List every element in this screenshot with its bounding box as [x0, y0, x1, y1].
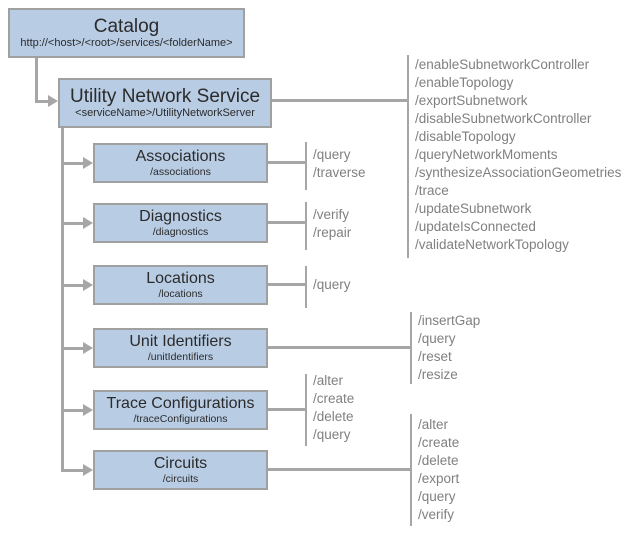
- catalog-title: Catalog: [93, 15, 160, 37]
- circuits-node: Circuits /circuits: [93, 450, 268, 490]
- operation-label: /repair: [313, 225, 352, 240]
- operation-label: /enableTopology: [415, 75, 514, 90]
- operation-label: /export: [418, 471, 460, 486]
- unit-identifiers-operations-list: /insertGap /query /reset /resize: [418, 312, 480, 384]
- operation-label: /disableTopology: [415, 129, 516, 144]
- operation-label: /query: [418, 331, 456, 346]
- branch-trace-configurations: [61, 409, 83, 412]
- circuits-title: Circuits: [153, 454, 208, 472]
- branch-circuits: [61, 469, 83, 472]
- operation-label: /alter: [313, 373, 344, 388]
- connector-unit-identifiers-ops: [268, 346, 410, 349]
- trace-configurations-node: Trace Configurations /traceConfiguration…: [93, 390, 268, 430]
- connector-catalog-right: [35, 100, 48, 103]
- associations-subtitle: /associations: [150, 165, 211, 178]
- diagnostics-subtitle: /diagnostics: [152, 225, 209, 238]
- operation-label: /updateIsConnected: [415, 219, 536, 234]
- circuits-operations-list: /alter /create /delete /export /query /v…: [418, 416, 459, 524]
- branch-locations: [61, 284, 83, 287]
- operation-label: /verify: [313, 207, 350, 222]
- operation-label: /delete: [313, 409, 354, 424]
- arrowhead-icon: [83, 404, 93, 416]
- associations-title: Associations: [135, 147, 226, 165]
- diagnostics-ops-bracket: [305, 202, 307, 250]
- operation-label: /traverse: [313, 165, 366, 180]
- circuits-subtitle: /circuits: [162, 472, 199, 485]
- connector-service-ops: [272, 99, 407, 102]
- operation-label: /resize: [418, 367, 458, 382]
- utility-network-service-node: Utility Network Service <serviceName>/Ut…: [58, 78, 272, 128]
- connector-trunk: [61, 128, 64, 472]
- connector-catalog-down: [35, 58, 38, 103]
- operation-label: /create: [313, 391, 355, 406]
- branch-diagnostics: [61, 222, 83, 225]
- locations-subtitle: /locations: [158, 287, 203, 300]
- service-title: Utility Network Service: [69, 85, 261, 107]
- operation-label: /query: [418, 489, 456, 504]
- unit-identifiers-subtitle: /unitIdentifiers: [147, 350, 214, 363]
- arrowhead-icon: [83, 279, 93, 291]
- service-operations-list: /enableSubnetworkController /enableTopol…: [415, 56, 621, 254]
- trace-configurations-subtitle: /traceConfigurations: [133, 412, 228, 425]
- operation-label: /delete: [418, 453, 459, 468]
- operation-label: /create: [418, 435, 460, 450]
- service-ops-bracket: [407, 55, 409, 258]
- service-subtitle: <serviceName>/UtilityNetworkServer: [75, 107, 255, 120]
- arrowhead-icon: [83, 157, 93, 169]
- connector-locations-ops: [268, 283, 305, 286]
- operation-label: /alter: [418, 417, 449, 432]
- trace-configurations-ops-bracket: [305, 374, 307, 446]
- trace-configurations-operations-list: /alter /create /delete /query: [313, 372, 354, 444]
- operation-label: /query: [313, 277, 351, 292]
- diagnostics-title: Diagnostics: [139, 207, 222, 225]
- connector-associations-ops: [268, 161, 305, 164]
- catalog-subtitle: http://<host>/<root>/services/<folderNam…: [20, 37, 233, 50]
- catalog-node: Catalog http://<host>/<root>/services/<f…: [8, 8, 245, 58]
- arrowhead-icon: [83, 217, 93, 229]
- connector-diagnostics-ops: [268, 221, 305, 224]
- connector-trace-configurations-ops: [268, 408, 305, 411]
- diagnostics-operations-list: /verify /repair: [313, 206, 351, 242]
- locations-node: Locations /locations: [93, 265, 268, 305]
- diagnostics-node: Diagnostics /diagnostics: [93, 203, 268, 243]
- operation-label: /trace: [415, 183, 449, 198]
- connector-circuits-ops: [268, 468, 410, 471]
- arrowhead-icon: [83, 464, 93, 476]
- circuits-ops-bracket: [410, 414, 412, 526]
- operation-label: /queryNetworkMoments: [415, 147, 558, 162]
- locations-title: Locations: [146, 269, 215, 287]
- trace-configurations-title: Trace Configurations: [106, 394, 255, 412]
- associations-operations-list: /query /traverse: [313, 146, 366, 182]
- operation-label: /query: [313, 427, 351, 442]
- arrowhead-icon: [83, 342, 93, 354]
- locations-ops-bracket: [305, 266, 307, 308]
- operation-label: /synthesizeAssociationGeometries: [415, 165, 622, 180]
- operation-label: /insertGap: [418, 313, 481, 328]
- arrowhead-icon: [48, 95, 58, 107]
- unit-identifiers-node: Unit Identifiers /unitIdentifiers: [93, 328, 268, 368]
- branch-unit-identifiers: [61, 347, 83, 350]
- operation-label: /validateNetworkTopology: [415, 237, 569, 252]
- operation-label: /updateSubnetwork: [415, 201, 532, 216]
- associations-node: Associations /associations: [93, 143, 268, 183]
- operation-label: /reset: [418, 349, 452, 364]
- operation-label: /verify: [418, 507, 455, 522]
- unit-identifiers-title: Unit Identifiers: [129, 332, 232, 350]
- operation-label: /query: [313, 147, 351, 162]
- branch-associations: [61, 162, 83, 165]
- operation-label: /exportSubnetwork: [415, 93, 528, 108]
- operation-label: /enableSubnetworkController: [415, 57, 590, 72]
- associations-ops-bracket: [305, 142, 307, 190]
- locations-operations-list: /query: [313, 276, 351, 294]
- unit-identifiers-ops-bracket: [410, 312, 412, 384]
- operation-label: /disableSubnetworkController: [415, 111, 592, 126]
